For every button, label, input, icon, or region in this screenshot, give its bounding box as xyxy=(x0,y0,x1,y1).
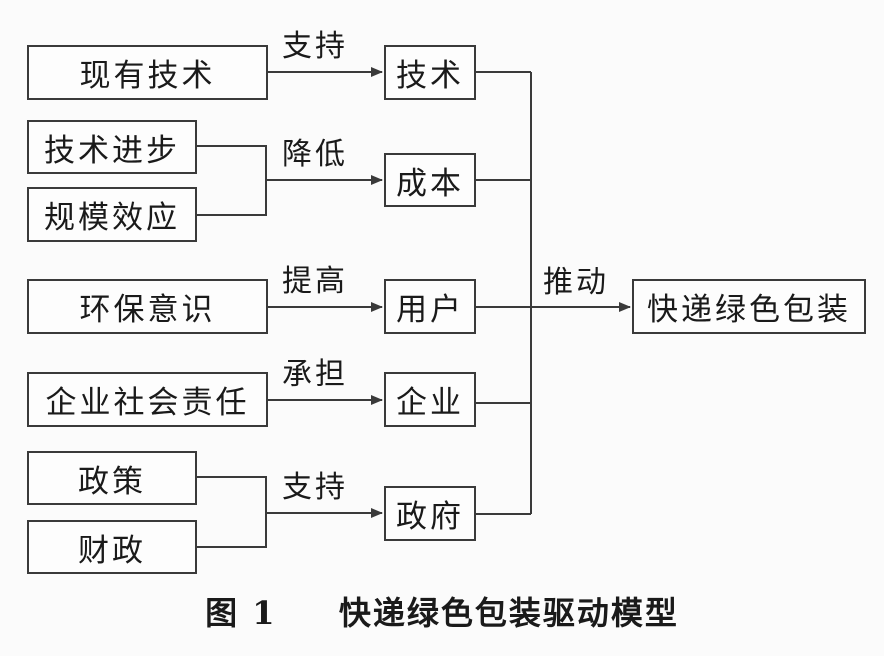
edge-policy-finance-bracket xyxy=(197,476,267,548)
figure-caption: 图 1 快递绿色包装驱动模型 xyxy=(0,588,884,634)
node-user: 用户 xyxy=(384,279,476,334)
edge-label-drive: 推动 xyxy=(543,265,609,300)
edge-label-support-1: 支持 xyxy=(282,29,348,64)
figure-title: 快递绿色包装驱动模型 xyxy=(338,594,679,632)
node-technology: 技术 xyxy=(384,45,476,100)
node-csr: 企业社会责任 xyxy=(27,372,268,427)
node-green-packaging: 快递绿色包装 xyxy=(632,279,866,334)
edge-label-support-2: 支持 xyxy=(282,470,348,505)
node-policy: 政策 xyxy=(27,451,197,505)
edge-label-reduce: 降低 xyxy=(282,137,348,172)
node-env-awareness: 环保意识 xyxy=(27,279,268,334)
node-enterprise: 企业 xyxy=(384,372,476,427)
node-cost: 成本 xyxy=(384,153,476,207)
node-tech-progress: 技术进步 xyxy=(27,120,197,174)
edge-label-raise: 提高 xyxy=(282,264,348,299)
node-existing-tech: 现有技术 xyxy=(27,45,268,100)
node-finance: 财政 xyxy=(27,520,197,574)
edge-tech-progress-bracket xyxy=(197,145,267,216)
figure-number: 图 1 xyxy=(205,594,277,632)
node-government: 政府 xyxy=(384,486,476,541)
node-scale-effect: 规模效应 xyxy=(27,187,197,242)
edge-label-undertake: 承担 xyxy=(282,357,348,392)
